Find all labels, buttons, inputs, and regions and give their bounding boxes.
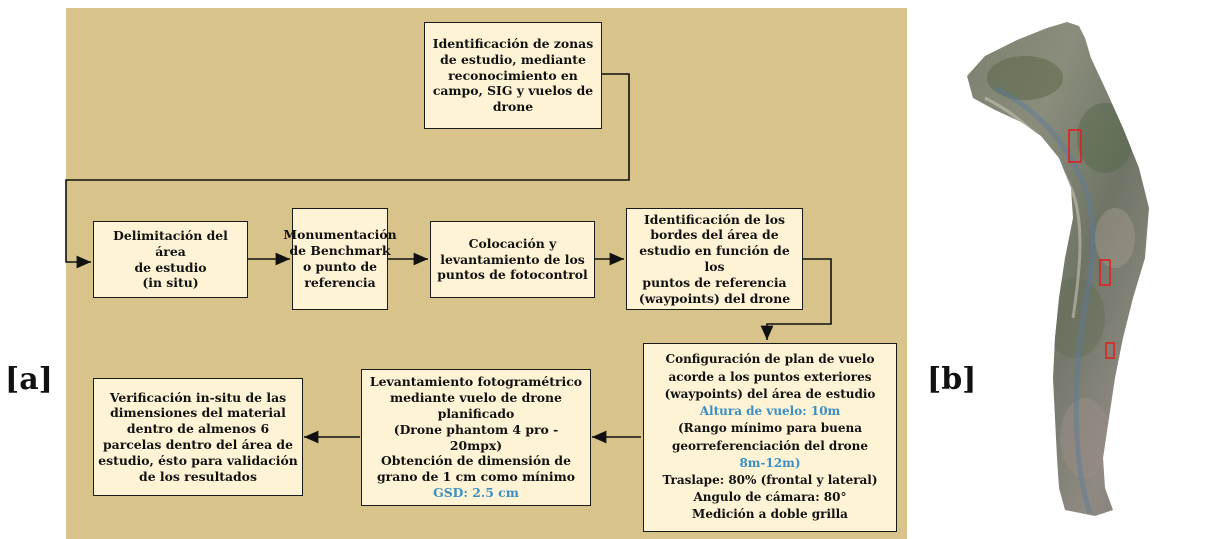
- text-line: Verificación in-situ de las: [109, 389, 287, 405]
- text-line: mediante vuelo de drone: [390, 390, 562, 406]
- text-line: (in situ): [142, 275, 199, 291]
- flight-height-highlight: Altura de vuelo: 10m: [699, 404, 841, 419]
- label-b: [b]: [927, 362, 977, 397]
- text-line: de estudio, mediante: [440, 51, 586, 67]
- text-line: puntos de referencia: [642, 274, 787, 290]
- text-line: Delimitación del área: [113, 227, 228, 259]
- box-delimitation: Delimitación del área de estudio (in sit…: [93, 221, 248, 298]
- arrow-identification-to-delimitation: [65, 73, 630, 269]
- box-fotocontrol: Colocación y levantamiento de los puntos…: [430, 221, 595, 298]
- text-line: dentro de almenos 6: [126, 421, 270, 437]
- label-a: [a]: [5, 362, 53, 397]
- text-line: estudio en función de los: [639, 243, 790, 274]
- box-verification: Verificación in-situ de las dimensiones …: [93, 378, 303, 496]
- text-line: Monumentación: [283, 227, 397, 243]
- text-line: (waypoints) del drone: [638, 290, 791, 306]
- text-line: Medición a doble grilla: [692, 507, 848, 522]
- text-line: Identificación de los: [643, 211, 785, 227]
- text-line: grano de 1 cm como mínimo: [377, 469, 575, 485]
- gsd-highlight: GSD: 2.5 cm: [433, 484, 519, 500]
- text-line: (Rango mínimo para buena: [677, 421, 863, 436]
- text-line: de Benchmark: [289, 243, 391, 259]
- text-line: dimensiones del material: [110, 405, 286, 421]
- orthomosaic-map: [967, 22, 1149, 516]
- box-identification: Identificación de zonas de estudio, medi…: [424, 22, 602, 129]
- text-line: bordes del área de: [650, 227, 779, 243]
- text-line: Obtención de dimensión de: [381, 453, 571, 469]
- text-line: de los resultados: [139, 468, 257, 484]
- text-line: Angulo de cámara: 80°: [693, 490, 847, 505]
- box-flight-plan: Configuración de plan de vuelo acorde a …: [643, 343, 897, 532]
- text-line: estudio, ésto para validación: [98, 452, 298, 468]
- box-borders: Identificación de los bordes del área de…: [626, 208, 803, 310]
- text-line: Configuración de plan de vuelo: [665, 352, 875, 367]
- text-line: acorde a los puntos exteriores: [668, 369, 872, 384]
- text-line: o punto de: [302, 259, 378, 274]
- text-line: drone: [492, 99, 534, 115]
- text-line: georreferenciación del drone: [671, 438, 869, 453]
- text-line: planificado: [437, 405, 515, 421]
- marker-3: [1105, 342, 1115, 359]
- text-line: Identificación de zonas: [432, 36, 594, 51]
- range-highlight: 8m-12m): [739, 455, 801, 470]
- box-survey: Levantamiento fotogramétrico mediante vu…: [361, 369, 591, 506]
- arrow-borders-to-flightplan: [760, 258, 832, 340]
- text-line: campo, SIG y vuelos de: [432, 83, 594, 99]
- text-line: levantamiento de los: [440, 251, 585, 267]
- marker-1: [1068, 129, 1082, 163]
- text-line: Traslape: 80% (frontal y lateral): [662, 472, 878, 487]
- text-line: de estudio: [134, 259, 207, 275]
- text-line: (Drone phantom 4 pro - 20mpx): [393, 421, 559, 453]
- box-benchmark: Monumentación de Benchmark o punto de re…: [283, 208, 397, 310]
- text-line: referencia: [304, 274, 376, 290]
- marker-2: [1099, 259, 1111, 286]
- text-line: reconocimiento en: [448, 67, 578, 83]
- text-line: puntos de fotocontrol: [437, 267, 588, 283]
- text-line: Levantamiento fotogramétrico: [369, 374, 583, 390]
- text-line: Colocación y: [468, 235, 557, 251]
- text-line: parcelas dentro del área de: [103, 437, 293, 452]
- text-line: (waypoints) del área de estudio: [664, 386, 876, 401]
